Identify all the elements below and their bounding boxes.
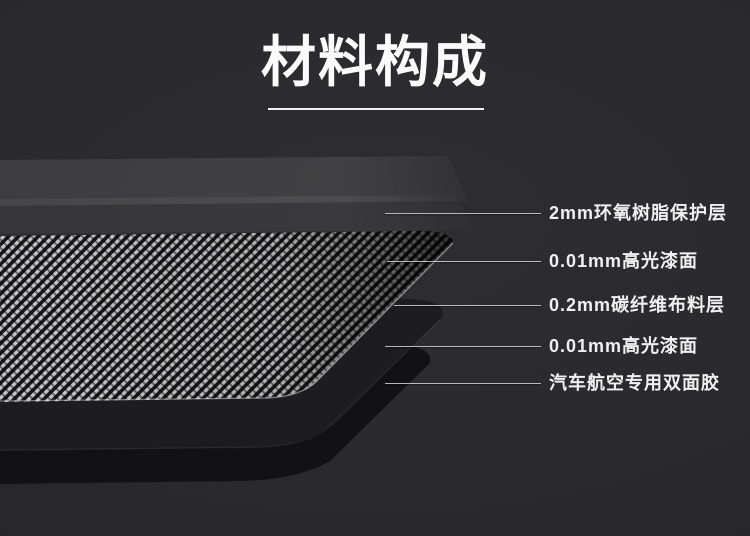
layer-annotation: 0.01mm高光漆面 [549,251,699,271]
epoxy-sheet-shape [0,156,468,206]
leader-line [385,213,541,214]
layer-annotation: 汽车航空专用双面胶 [549,373,720,393]
gloss-paint-bottom-edge-highlight [0,319,441,451]
carbon-fiber-layer-shape [0,231,454,402]
layer-annotation: 0.01mm高光漆面 [549,336,699,356]
carbon-fiber-edge-highlight [0,242,454,402]
leader-line [394,305,541,306]
gloss-paint-top-sheet-shape [0,195,474,234]
title-underline [268,108,484,110]
leader-line [387,261,541,262]
leader-line [385,383,541,384]
layer-annotation: 2mm环氧树脂保护层 [549,203,728,223]
page-title: 材料构成 [260,31,489,93]
leader-line [385,346,541,347]
layer-annotation: 0.2mm碳纤维布料层 [549,295,726,315]
